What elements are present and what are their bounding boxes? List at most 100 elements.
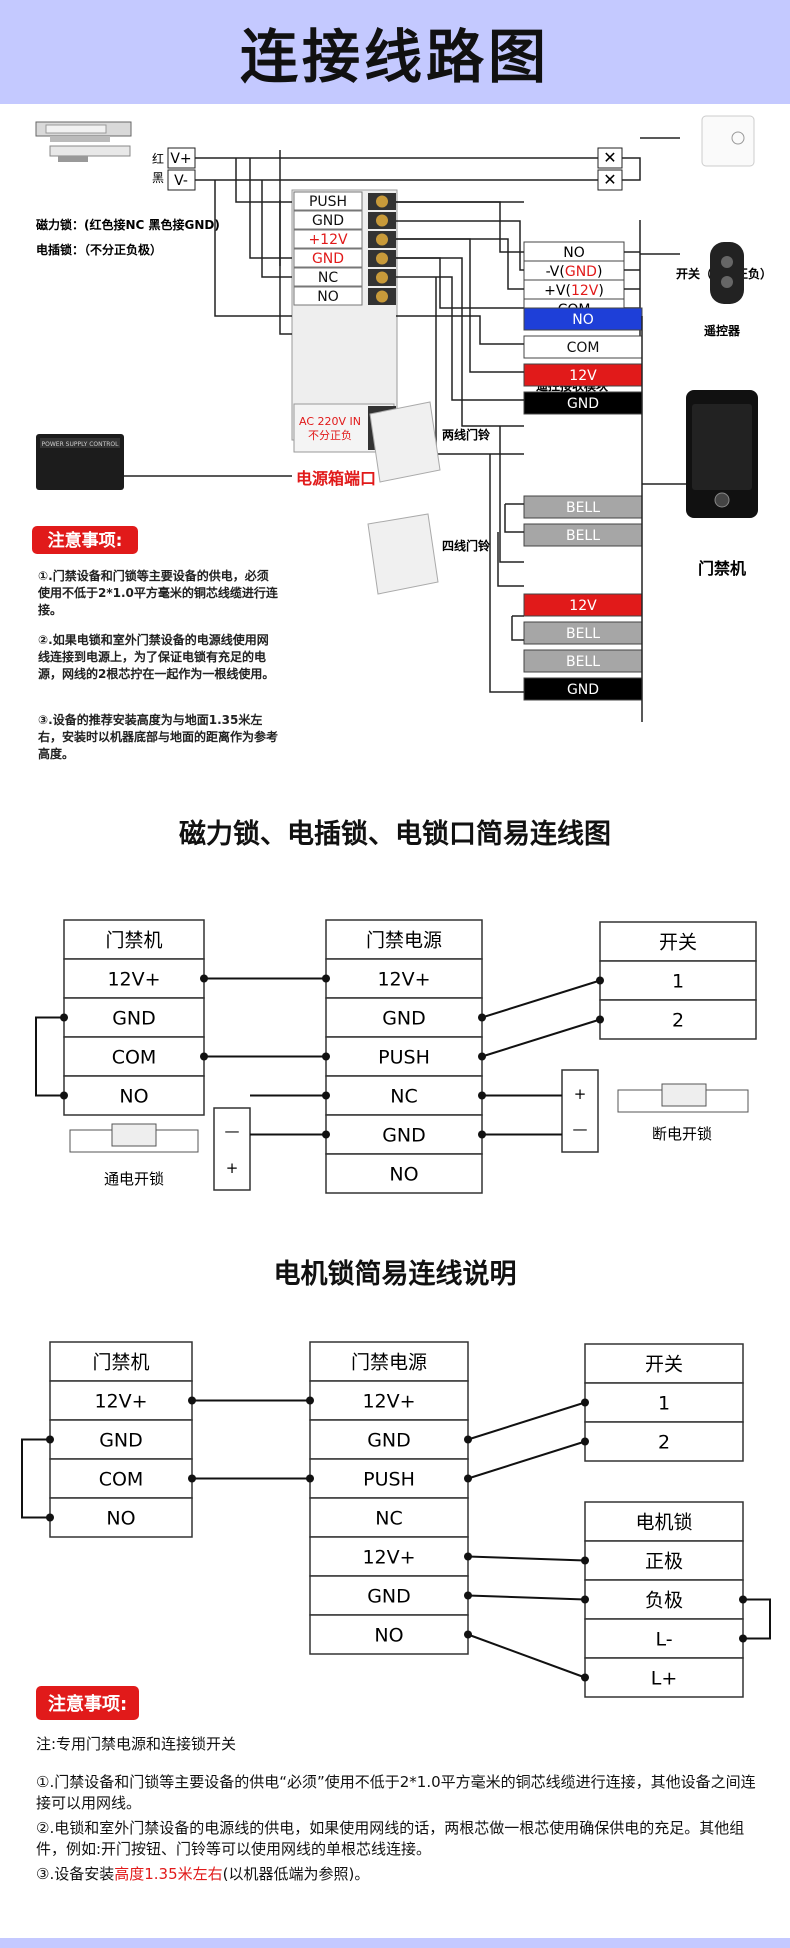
section2-access-row [63, 997, 205, 1038]
section2-power-row [325, 1036, 483, 1077]
section2-switch-row-label: 2 [672, 1010, 684, 1032]
terminal-block-label: 12V [569, 598, 597, 614]
v-minus-label: V- [174, 173, 188, 189]
section2-switch-header: 开关 [659, 932, 697, 954]
two-wire-doorbell-icon [369, 401, 441, 483]
terminal-row-label: GND [312, 251, 344, 267]
wire [35, 1016, 64, 1097]
terminal-row-label: NC [318, 270, 338, 286]
black-wire-label: 黑 [152, 171, 164, 185]
terminal-block-label: GND [567, 682, 599, 698]
ac-input-label-1: AC 220V IN [299, 415, 361, 428]
section3-power-header-cell [309, 1341, 469, 1382]
section3-access-row-label: GND [99, 1430, 143, 1452]
section3-switch-row-label: 1 [658, 1393, 670, 1415]
remote-module-row-label: NO [563, 245, 585, 261]
power-port-label: 电源箱端口 [296, 469, 376, 488]
svg-text:POWER SUPPLY CONTROL: POWER SUPPLY CONTROL [42, 441, 120, 448]
power-on-unlock-label: 通电开锁 [104, 1170, 164, 1188]
terminal-row-label: PUSH [309, 194, 347, 210]
magnetic-lock-icon [35, 121, 132, 142]
section3-motor-row-label: L+ [651, 1668, 678, 1690]
section2-diagram: 门禁机12V+GNDCOMNO门禁电源12V+GNDPUSHNCGNDNO开关1… [35, 919, 757, 1194]
section3-power-row-label: NC [375, 1508, 402, 1530]
wire [467, 1440, 586, 1480]
terminal-row-label: +12V [308, 232, 348, 248]
terminal-screw [376, 252, 388, 265]
terminal-block-label: COM [567, 340, 600, 356]
access-device-label: 门禁机 [698, 559, 746, 578]
section2-power-header-cell [325, 919, 483, 960]
section3-motor-row-label: 负极 [645, 1590, 683, 1612]
power-supply-box-icon: POWER SUPPLY CONTROL [36, 434, 124, 490]
terminal-screw [376, 214, 388, 227]
section2-power-row-label: GND [382, 1008, 426, 1030]
section3-power-row-label: PUSH [363, 1469, 415, 1491]
section3-title: 电机锁简易连线说明 [273, 1259, 517, 1290]
four-wire-doorbell-icon [367, 513, 439, 595]
section3-power-row-label: 12V+ [362, 1547, 415, 1569]
bottom-note-1: ①.门禁设备和门锁等主要设备的供电“必须”使用不低于2*1.0平方毫米的铜芯线缆… [36, 1773, 756, 1812]
terminal-block-label: BELL [566, 528, 600, 544]
section3-motor-header: 电机锁 [635, 1512, 692, 1534]
terminal-row-label: NO [317, 289, 339, 305]
wire [481, 1018, 601, 1058]
plus-sign: + [574, 1085, 587, 1103]
terminal-row [293, 229, 363, 249]
power-off-unlock-label: 断电开锁 [652, 1125, 712, 1143]
two-wire-bell-label: 两线门铃 [442, 427, 491, 442]
wire [481, 979, 601, 1019]
power-off-lock-terminal [561, 1069, 599, 1153]
section3-power-header: 门禁电源 [351, 1352, 427, 1374]
header-band [0, 0, 790, 104]
notice-badge-top-text: 注意事项: [48, 530, 123, 551]
section2-power-row-label: GND [382, 1125, 426, 1147]
section3-power-row [309, 1536, 469, 1577]
lock-note-1: 磁力锁：(红色接NC 黑色接GND) [35, 217, 220, 232]
minus-sign: — [573, 1120, 588, 1138]
section3-switch-header: 开关 [645, 1354, 683, 1376]
notice-badge-bottom: 注意事项: [36, 1686, 140, 1720]
bottom-note-2: ②.电锁和室外门禁设备的电源线的供电，如果使用网线的话，两根芯做一根芯使用确保供… [36, 1819, 745, 1858]
v-plus-label: V+ [170, 151, 191, 167]
minus-sign: — [225, 1122, 240, 1140]
section3-power-row-label: NO [374, 1625, 403, 1647]
section3-motor-row-label: 正极 [645, 1551, 683, 1573]
section3-switch-row [584, 1382, 744, 1423]
wire [467, 1555, 586, 1562]
terminal-screw [376, 195, 388, 208]
section2-power-header: 门禁电源 [366, 930, 442, 952]
section2-switch-row-label: 1 [672, 971, 684, 993]
bottom-note-intro: 注:专用门禁电源和连接锁开关 [36, 1735, 237, 1753]
svg-text:✕: ✕ [603, 148, 616, 167]
electric-bolt-lock-icon [49, 145, 131, 162]
terminal-row [293, 267, 363, 287]
section3-access-row-label: NO [106, 1508, 135, 1530]
svg-text:✕: ✕ [603, 170, 616, 189]
exit-button-icon [701, 115, 755, 167]
section2-power-row [325, 1153, 483, 1194]
section3-access-row-label: 12V+ [94, 1391, 147, 1413]
section3-switch-header-cell [584, 1343, 744, 1384]
notice-badge-top [32, 526, 138, 554]
terminal-row-label: GND [312, 213, 344, 229]
access-control-device-icon [686, 390, 758, 518]
terminal-row [293, 191, 363, 211]
remote-module-row-label: -V(GND) [546, 264, 603, 280]
terminal-block-label: BELL [566, 500, 600, 516]
terminal-block-label: NO [572, 312, 594, 328]
section2-access-header-cell [63, 919, 205, 960]
terminal-block-label: BELL [566, 626, 600, 642]
wire [467, 1594, 586, 1601]
terminal-row [293, 248, 363, 268]
wire [467, 1401, 586, 1441]
power-on-lock-terminal [213, 1107, 251, 1191]
wire [743, 1598, 771, 1640]
section2-power-row-label: NO [389, 1164, 418, 1186]
footer-band [0, 1938, 790, 1948]
section2-access-row-label: COM [112, 1047, 157, 1069]
section2-access-row-label: NO [119, 1086, 148, 1108]
section2-power-row-label: NC [390, 1086, 417, 1108]
section2-power-row-label: PUSH [378, 1047, 430, 1069]
lock-note-2: 电插锁：（不分正负极） [36, 242, 162, 257]
